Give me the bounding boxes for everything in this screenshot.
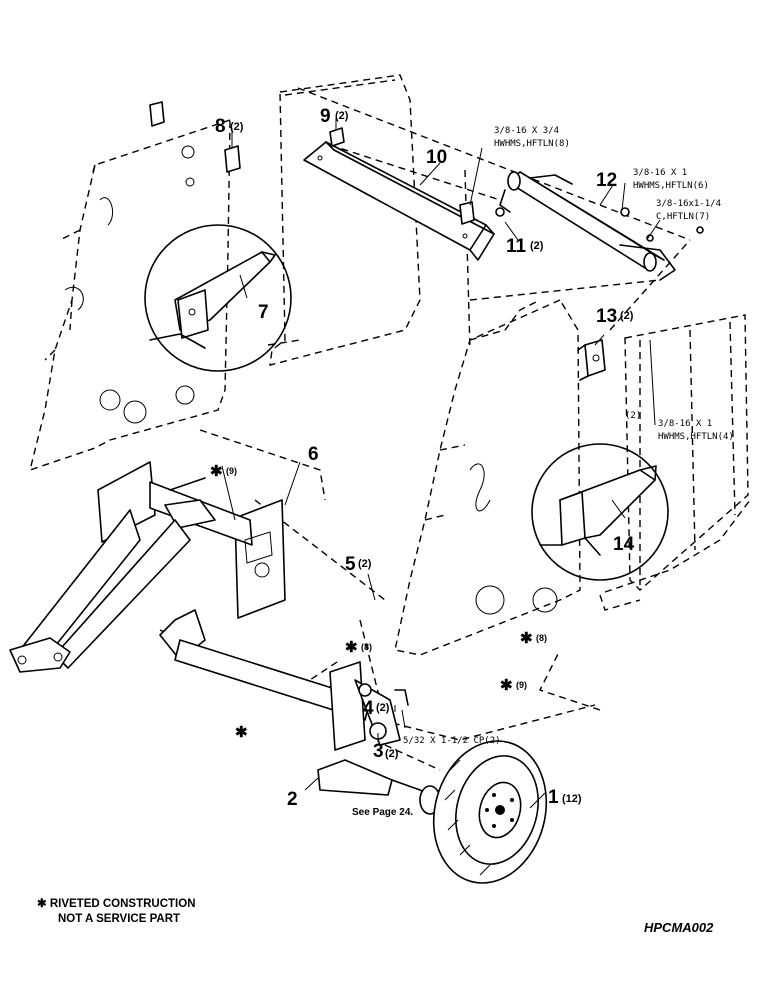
callout-10: 10 — [426, 147, 447, 168]
footnote-riveted: ✱ RIVETED CONSTRUCTION NOT A SERVICE PAR… — [37, 897, 196, 927]
svg-text:(9): (9) — [516, 680, 527, 690]
spec-hwhms-6: 3/8-16 X 1 HWHMS,HFTLN(6) — [633, 168, 709, 191]
asterisk-marker-axle: ✱ — [235, 724, 248, 741]
svg-text:14: 14 — [613, 534, 635, 555]
svg-text:8: 8 — [215, 116, 226, 137]
svg-text:(2): (2) — [625, 411, 641, 421]
wheel-tire — [432, 740, 548, 884]
svg-text:(12): (12) — [562, 793, 582, 805]
svg-text:7: 7 — [258, 302, 269, 323]
part-9-bracket — [329, 127, 345, 147]
callout-leaders — [221, 118, 661, 809]
svg-text:✱: ✱ — [520, 630, 533, 647]
spec-hwhms-4: 3/8-16 X 1 HWHMS,HFTLN(4) — [658, 419, 734, 442]
svg-text:(2): (2) — [620, 310, 634, 322]
svg-text:1: 1 — [548, 787, 559, 808]
svg-text:HWHMS,HFTLN(4): HWHMS,HFTLN(4) — [658, 432, 734, 442]
callout-7: 7 — [258, 302, 269, 323]
svg-text:3: 3 — [373, 741, 384, 762]
svg-text:3/8-16 X 3/4: 3/8-16 X 3/4 — [494, 126, 559, 136]
svg-text:(2): (2) — [385, 748, 399, 760]
see-page-note: See Page 24. — [352, 807, 413, 818]
svg-text:12: 12 — [596, 170, 617, 191]
callout-9: 9 (2) — [320, 106, 349, 127]
part-13-bracket — [577, 339, 606, 381]
axle-assembly — [159, 609, 441, 815]
footnote-line-2: NOT A SERVICE PART — [58, 913, 181, 925]
callout-11: 11 (2) — [506, 236, 544, 257]
center-rear-panel — [267, 74, 421, 366]
svg-text:✱: ✱ — [345, 639, 358, 656]
part-10-angle-bar — [303, 141, 495, 261]
callout-5: 5 (2) — [345, 554, 372, 575]
callout-12: 12 — [596, 170, 617, 191]
svg-text:11: 11 — [506, 236, 527, 257]
svg-text:2: 2 — [287, 789, 298, 810]
callout-8: 8 (2) — [215, 116, 244, 137]
svg-text:3/8-16 X 1: 3/8-16 X 1 — [658, 419, 712, 429]
svg-text:6: 6 — [308, 444, 319, 465]
svg-text:5: 5 — [345, 554, 356, 575]
left-side-panel — [29, 119, 231, 472]
detail-circle-14 — [531, 443, 669, 581]
footnote-line-1: ✱ RIVETED CONSTRUCTION — [37, 898, 196, 910]
callout-14: 14 — [613, 534, 635, 555]
svg-text:(2): (2) — [530, 240, 544, 252]
callout-13: 13 (2) — [596, 306, 634, 327]
callout-4: 4 (2) — [363, 698, 390, 719]
spec-qty-2-right: (2) — [625, 411, 641, 421]
svg-text:10: 10 — [426, 147, 447, 168]
svg-text:HWHMS,HFTLN(8): HWHMS,HFTLN(8) — [494, 139, 570, 149]
svg-text:✱: ✱ — [500, 677, 513, 694]
svg-text:3/8-16 X 1: 3/8-16 X 1 — [633, 168, 687, 178]
callout-2: 2 — [287, 789, 298, 810]
asterisk-marker-8-right: ✱ (8) — [520, 630, 547, 647]
part-12-roller-shaft — [499, 171, 676, 281]
spec-hftln-7: 3/8-16x1-1/4 C,HFTLN(7) — [656, 199, 721, 222]
svg-text:C,HFTLN(7): C,HFTLN(7) — [656, 212, 710, 222]
asterisk-marker-9-upper: ✱ (9) — [210, 463, 237, 480]
svg-text:(2): (2) — [376, 702, 390, 714]
right-curtain-panel — [599, 314, 751, 611]
callout-3: 3 (2) — [373, 741, 399, 762]
svg-text:✱: ✱ — [210, 463, 223, 480]
svg-text:(2): (2) — [230, 121, 244, 133]
svg-text:✱: ✱ — [235, 724, 248, 741]
spec-hwhms-8: 3/8-16 X 3/4 HWHMS,HFTLN(8) — [494, 126, 570, 149]
detail-circle-7 — [144, 224, 292, 372]
part-8-bracket — [149, 101, 241, 173]
svg-text:3/8-16x1-1/4: 3/8-16x1-1/4 — [656, 199, 721, 209]
svg-text:HWHMS,HFTLN(6): HWHMS,HFTLN(6) — [633, 181, 709, 191]
svg-text:5/32 X 1-1/2 CP(2): 5/32 X 1-1/2 CP(2) — [403, 736, 501, 746]
spec-cotter-pin: 5/32 X 1-1/2 CP(2) — [403, 736, 501, 746]
svg-text:(9): (9) — [226, 466, 237, 476]
part-11-fasteners — [459, 201, 704, 242]
svg-text:(8): (8) — [361, 642, 372, 652]
asterisk-marker-9-lower: ✱ (9) — [500, 677, 527, 694]
svg-text:13: 13 — [596, 306, 617, 327]
svg-text:(8): (8) — [536, 633, 547, 643]
drawing-code: HPCMA002 — [644, 920, 714, 935]
svg-text:(2): (2) — [335, 110, 349, 122]
callout-6: 6 — [308, 444, 319, 465]
svg-text:4: 4 — [363, 698, 374, 719]
main-side-panel — [394, 299, 581, 656]
callout-1: 1 (12) — [548, 787, 582, 808]
part-6-tongue-assembly — [9, 461, 286, 673]
svg-text:9: 9 — [320, 106, 331, 127]
asterisk-marker-8-lower: ✱ (8) — [345, 639, 372, 656]
svg-text:(2): (2) — [358, 558, 372, 570]
